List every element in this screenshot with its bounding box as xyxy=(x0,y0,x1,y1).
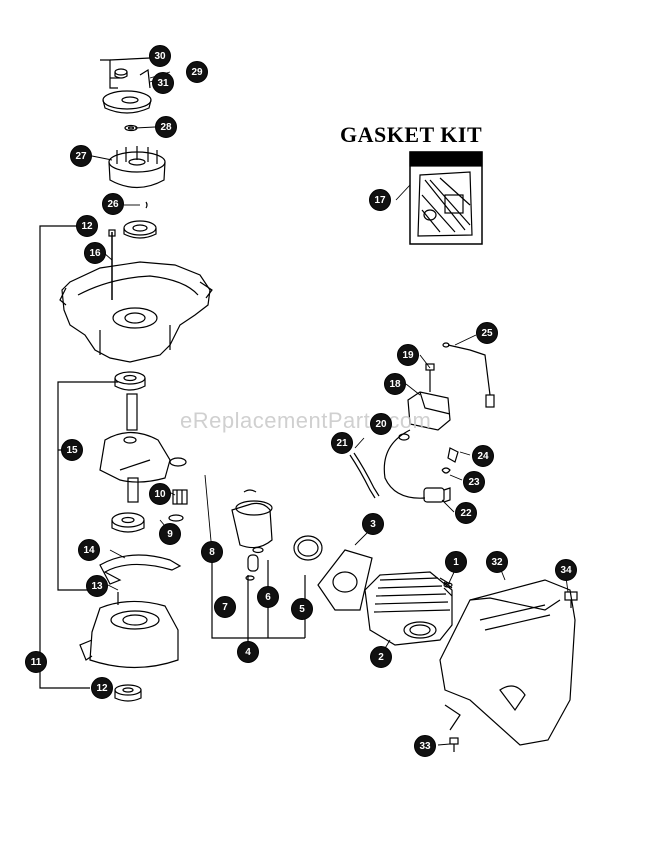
piston-assembly xyxy=(231,489,323,581)
callout-31[interactable]: 31 xyxy=(152,72,174,94)
callout-33-34[interactable]: 34 xyxy=(555,559,577,581)
callout-33[interactable]: 33 xyxy=(414,735,436,757)
callout-4[interactable]: 4 xyxy=(237,641,259,663)
callout-29[interactable]: 29 xyxy=(186,61,208,83)
callout-9[interactable]: 9 xyxy=(159,523,181,545)
cover-bolt xyxy=(564,591,578,608)
callout-18[interactable]: 18 xyxy=(384,373,406,395)
callout-14[interactable]: 14 xyxy=(78,539,100,561)
watermark: eReplacementParts.com xyxy=(180,408,432,433)
callout-10[interactable]: 10 xyxy=(149,483,171,505)
gasket-kit-title: GASKET KIT xyxy=(340,122,483,147)
clip-14 xyxy=(99,554,182,585)
callout-13[interactable]: 13 xyxy=(86,575,108,597)
callout-21[interactable]: 21 xyxy=(331,432,353,454)
cylinder xyxy=(364,571,453,646)
starter-pulley-parts xyxy=(102,68,166,300)
callout-8[interactable]: 8 xyxy=(201,541,223,563)
callout-24[interactable]: 24 xyxy=(472,445,494,467)
callout-32[interactable]: 32 xyxy=(486,551,508,573)
wire-21 xyxy=(349,452,380,499)
callout-1[interactable]: 1 xyxy=(445,551,467,573)
callout-6[interactable]: 6 xyxy=(257,586,279,608)
callout-11[interactable]: 11 xyxy=(25,651,47,673)
bearing-lower xyxy=(111,512,145,533)
spark-plug-cap xyxy=(383,429,451,503)
seal-lower xyxy=(114,684,142,702)
callout-22[interactable]: 22 xyxy=(455,502,477,524)
callout-7[interactable]: 7 xyxy=(214,596,236,618)
callout-15[interactable]: 15 xyxy=(61,439,83,461)
callout-16[interactable]: 16 xyxy=(84,242,106,264)
callout-28[interactable]: 28 xyxy=(155,116,177,138)
gasket-kit-box xyxy=(409,151,483,245)
crankcase-upper xyxy=(59,261,213,363)
crankcase-lower xyxy=(79,592,179,669)
callout-2[interactable]: 2 xyxy=(370,646,392,668)
callout-26[interactable]: 26 xyxy=(102,193,124,215)
bearing-upper xyxy=(114,371,146,391)
callout-3[interactable]: 3 xyxy=(362,513,384,535)
callout-27[interactable]: 27 xyxy=(70,145,92,167)
callout-20[interactable]: 20 xyxy=(370,413,392,435)
crankshaft xyxy=(99,393,171,503)
callout-23[interactable]: 23 xyxy=(463,471,485,493)
engine-cover xyxy=(439,579,576,746)
small-screw xyxy=(449,737,459,752)
callout-25[interactable]: 25 xyxy=(476,322,498,344)
cylinder-screw xyxy=(443,581,453,589)
callout-19[interactable]: 19 xyxy=(397,344,419,366)
small-ignition-parts xyxy=(398,433,459,474)
callout-12-top[interactable]: 12 xyxy=(76,215,98,237)
cylinder-gasket xyxy=(317,549,373,611)
callout-17[interactable]: 17 xyxy=(369,189,391,211)
assembly-bracket-lines xyxy=(28,57,306,689)
callout-12-bottom[interactable]: 12 xyxy=(91,677,113,699)
stop-wire xyxy=(442,342,495,408)
callout-5[interactable]: 5 xyxy=(291,598,313,620)
needle-bearing xyxy=(168,457,188,522)
ignition-coil xyxy=(407,363,451,431)
callout-30[interactable]: 30 xyxy=(149,45,171,67)
